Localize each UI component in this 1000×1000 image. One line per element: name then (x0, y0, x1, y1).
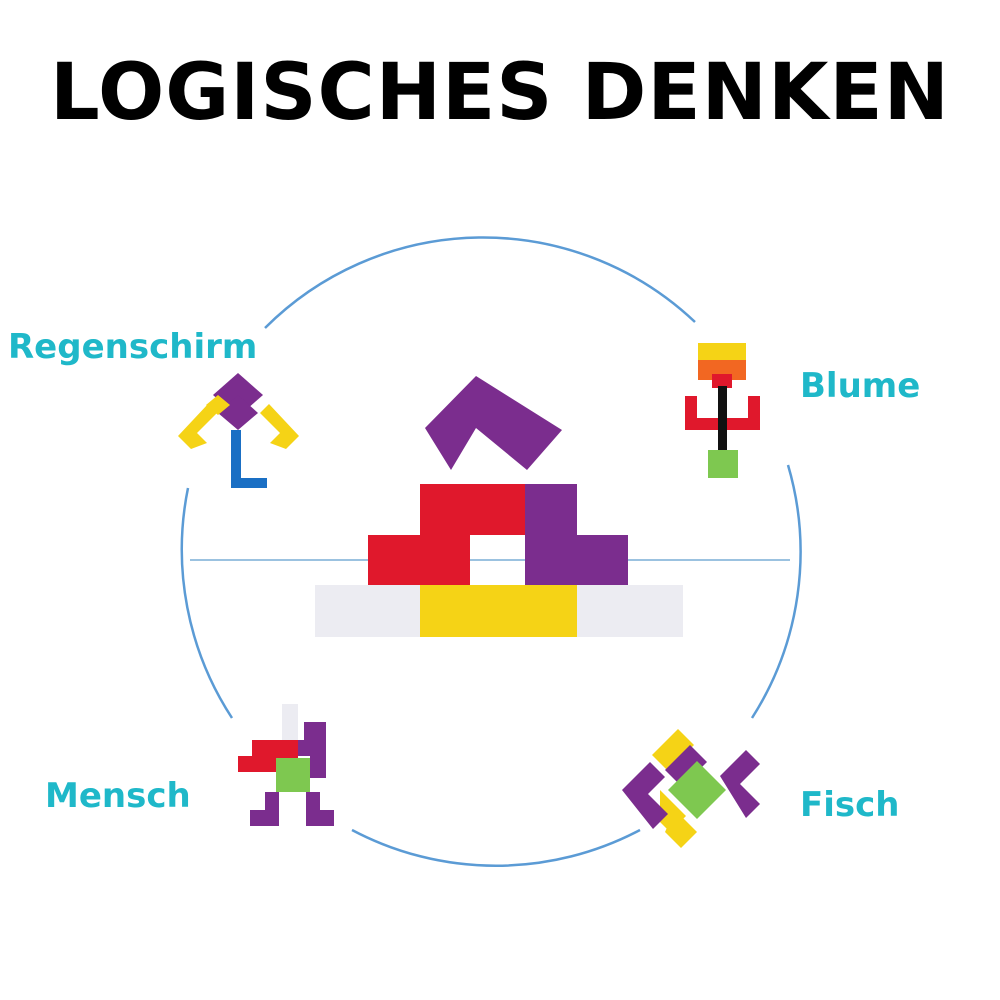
circle-arc-top (264, 236, 696, 329)
label-fisch: Fisch (800, 785, 900, 825)
circle-ring (180, 236, 802, 867)
circle-arc-bottom (351, 828, 641, 867)
label-blume: Blume (800, 366, 921, 406)
fish-figure (622, 729, 760, 848)
page-title: LOGISCHES DENKEN (50, 48, 950, 138)
pyramid-figure (315, 376, 683, 637)
label-mensch: Mensch (45, 776, 191, 816)
circle-arc-right (750, 464, 802, 719)
label-regenschirm: Regenschirm (8, 327, 258, 367)
umbrella-figure (178, 373, 299, 488)
flower-figure (685, 343, 760, 478)
person-figure (238, 704, 334, 826)
circle-arc-left (180, 487, 234, 719)
